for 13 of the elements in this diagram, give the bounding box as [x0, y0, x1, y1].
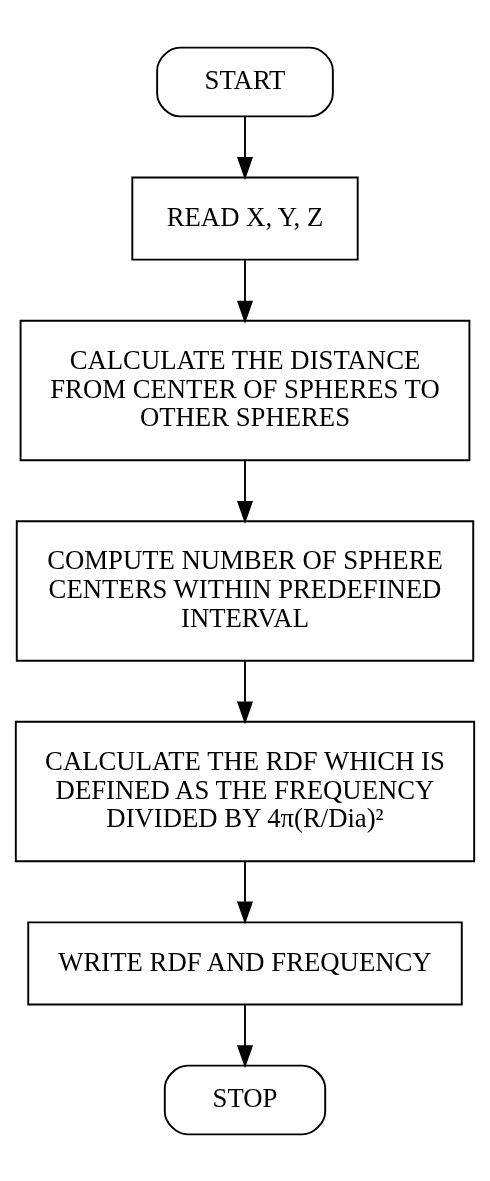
arrow [236, 659, 254, 724]
node-box: WRITE RDF AND FREQUENCY [27, 920, 463, 1005]
node-box: CALCULATE THE DISTANCE FROM CENTER OF SPHERES TO OTHER SPHERES [19, 319, 471, 461]
node-box: STOP [163, 1064, 327, 1135]
arrow [236, 258, 254, 324]
arrow [236, 859, 254, 924]
arrow [236, 1003, 254, 1068]
node-box: CALCULATE THE RDF WHICH IS DEFINED AS THE FREQUENCY DIVIDED BY 4π(R/Dia)² [14, 720, 476, 862]
node-box: START [156, 46, 334, 117]
node-box: COMPUTE NUMBER OF SPHERE CENTERS WITHIN PREDEFINED INTERVAL [15, 519, 475, 662]
node-box: READ X, Y, Z [131, 176, 359, 261]
arrow [236, 115, 254, 180]
arrow [236, 459, 254, 524]
